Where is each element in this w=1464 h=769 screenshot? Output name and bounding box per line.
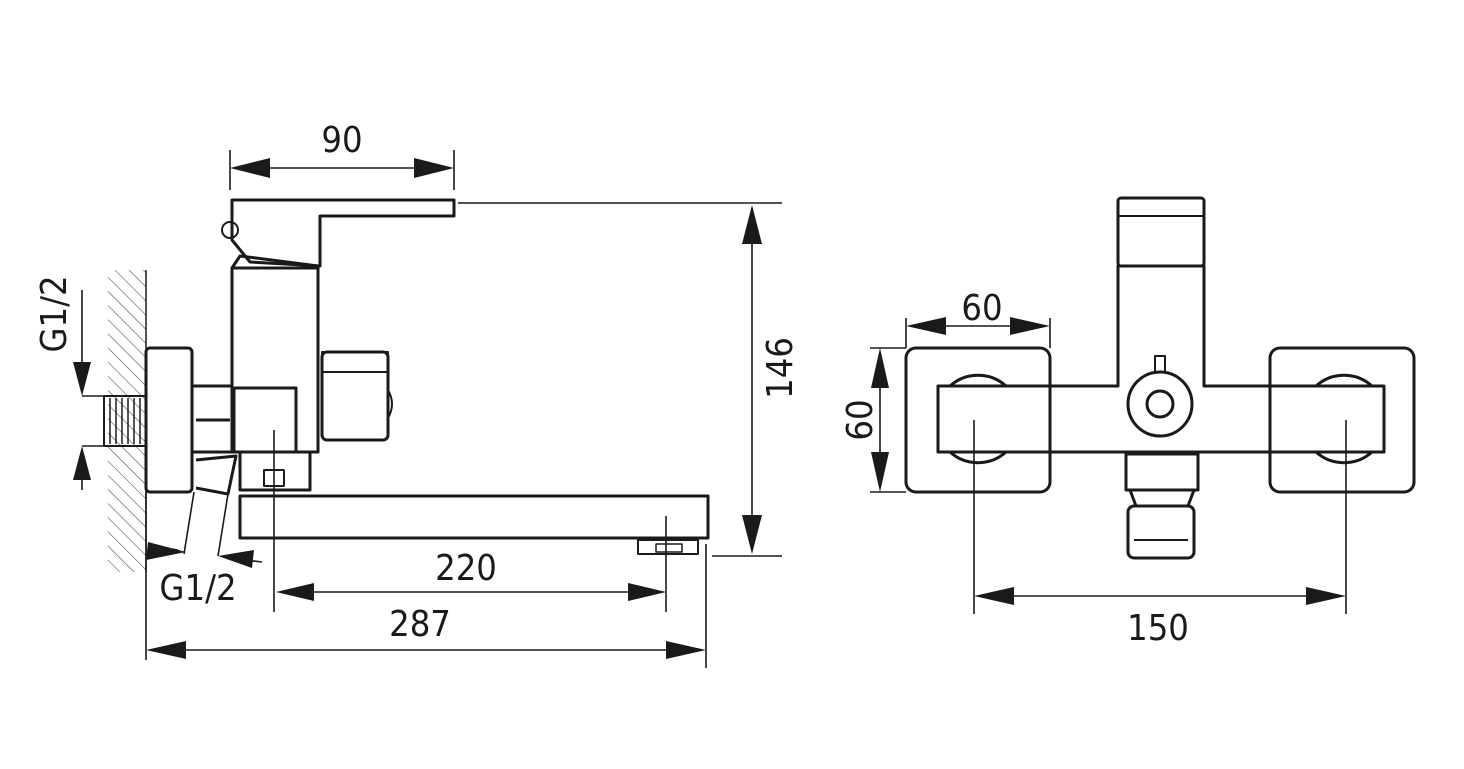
dimension-60-horizontal: 60 bbox=[905, 288, 1051, 348]
cartridge-base bbox=[230, 254, 320, 270]
dimension-220: 220 bbox=[276, 548, 666, 601]
dim-rosette-height-label: 60 bbox=[840, 399, 881, 440]
wall-flange bbox=[144, 346, 194, 494]
right-rosette bbox=[1268, 346, 1416, 494]
diverter-ring bbox=[1126, 370, 1194, 438]
body-lower-block bbox=[232, 386, 298, 454]
handle-lever bbox=[230, 198, 456, 268]
dim-overall-length-label: 287 bbox=[389, 604, 451, 645]
front-shower-outlet bbox=[1124, 452, 1200, 560]
diverter-pin bbox=[1154, 355, 1166, 373]
right-eccentric bbox=[1315, 373, 1373, 465]
dim-rosette-width-label: 60 bbox=[961, 288, 1002, 329]
diverter-knob bbox=[320, 350, 393, 442]
front-handle-top bbox=[1116, 196, 1206, 268]
thread-inlet-label: G1/2 bbox=[34, 275, 75, 352]
dimension-150: 150 bbox=[974, 587, 1346, 649]
spout bbox=[238, 494, 710, 540]
diverter-centre bbox=[1145, 389, 1175, 419]
dim-height-label: 146 bbox=[760, 337, 801, 399]
left-eccentric bbox=[949, 373, 1007, 465]
front-view: 60 60 150 bbox=[840, 196, 1416, 649]
eccentric-connector bbox=[190, 384, 238, 496]
aerator bbox=[637, 539, 699, 555]
handle-knob bbox=[221, 221, 239, 239]
dimension-90: 90 bbox=[229, 120, 455, 190]
side-view: 90 146 220 287 bbox=[34, 120, 801, 668]
thread-inlet-callout: G1/2 bbox=[34, 275, 104, 490]
dim-centres-label: 150 bbox=[1127, 608, 1189, 649]
shower-outlet bbox=[238, 450, 312, 492]
dimension-60-vertical: 60 bbox=[840, 347, 906, 493]
dimension-287: 287 bbox=[146, 604, 706, 659]
left-rosette bbox=[904, 346, 1052, 494]
thread-connection-label: G1/2 bbox=[159, 568, 236, 609]
mixer-body bbox=[230, 266, 320, 454]
front-body-bar bbox=[936, 264, 1386, 454]
thread-connection-callout: G1/2 bbox=[146, 491, 263, 609]
dimension-146: 146 bbox=[458, 202, 801, 557]
dim-handle-width-label: 90 bbox=[321, 120, 362, 161]
dim-spout-reach-label: 220 bbox=[435, 548, 497, 589]
